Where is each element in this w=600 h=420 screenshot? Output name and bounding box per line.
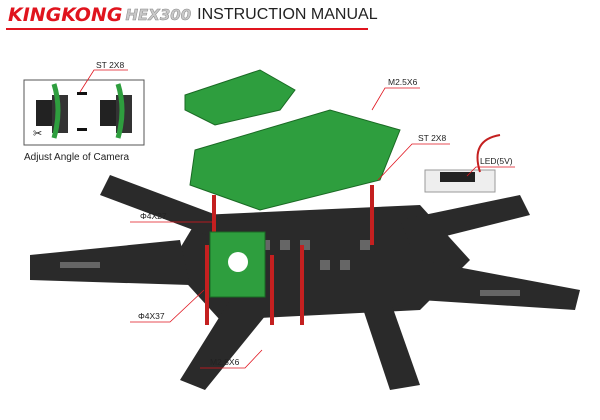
- label-led-screw: ST 2X8: [418, 133, 447, 143]
- label-inset-screw: ST 2X8: [96, 60, 125, 70]
- label-bottom-screw: M2.5X6: [210, 357, 240, 367]
- callout-lines: [130, 87, 515, 369]
- label-led: LED(5V): [480, 156, 513, 166]
- top-plate-green: [189, 109, 401, 211]
- page-title: INSTRUCTION MANUAL: [197, 6, 378, 23]
- camera-mount-plate: [184, 69, 296, 126]
- led-wire: [476, 134, 501, 173]
- label-standoff-long: Φ4X37: [138, 311, 165, 321]
- inset-caption: Adjust Angle of Camera: [24, 152, 130, 163]
- scissors-icon: ✂: [33, 128, 42, 140]
- label-top-plate-screw: M2.5X6: [388, 77, 418, 87]
- standoffs: [205, 185, 374, 325]
- bottom-frame-carbon: [30, 175, 580, 390]
- camera-left-illustration: [36, 83, 87, 139]
- model-logo: HEX300: [125, 6, 192, 25]
- header-divider: [6, 28, 368, 30]
- label-standoff-short: Φ4X27: [140, 211, 167, 221]
- camera-right-illustration: [100, 83, 132, 139]
- brand-logo: KINGKONG: [8, 4, 123, 26]
- header: KINGKONG HEX300 INSTRUCTION MANUAL: [8, 4, 378, 26]
